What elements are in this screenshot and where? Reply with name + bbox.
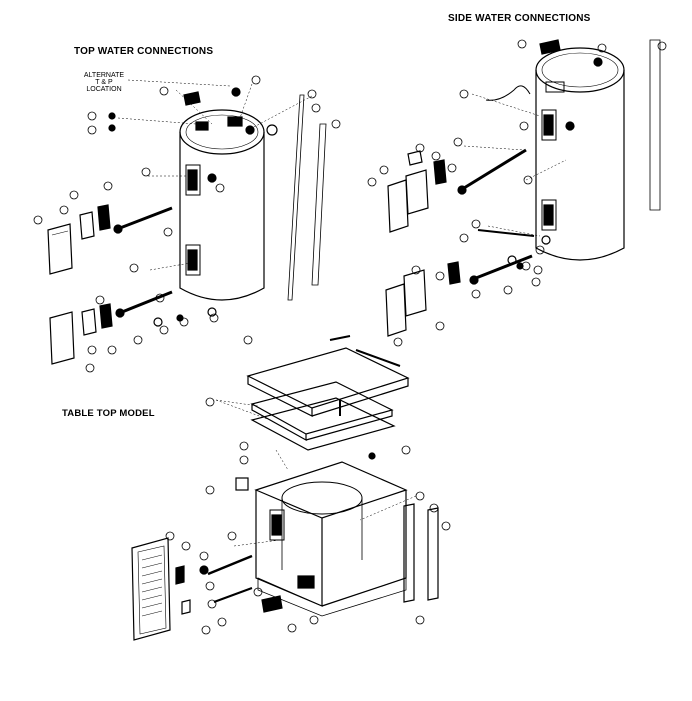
side-heater-leader-lines — [463, 93, 567, 237]
table-top-callouts — [165, 335, 451, 635]
side-connection-heater — [535, 47, 625, 261]
note-line-3: LOCATION — [86, 86, 122, 93]
table-top-leader-lines — [215, 399, 417, 547]
heading-table-top-model: TABLE TOP MODEL — [62, 408, 155, 419]
top-heater-exploded-parts — [47, 87, 327, 365]
heading-top-water-connections: TOP WATER CONNECTIONS — [74, 46, 214, 57]
side-heater-callouts — [367, 39, 667, 347]
table-top-assembly — [131, 335, 439, 641]
top-heater-callouts — [33, 75, 341, 373]
heading-side-water-connections: SIDE WATER CONNECTIONS — [448, 13, 591, 24]
note-line-1: ALTERNATE — [83, 72, 125, 79]
side-heater-exploded-parts — [385, 39, 661, 337]
top-connection-heater — [179, 109, 278, 317]
alternate-tp-location-note: ALTERNATE T & P LOCATION — [80, 72, 128, 93]
top-heater-leader-lines — [117, 79, 313, 271]
note-line-2: T & P — [95, 79, 113, 86]
